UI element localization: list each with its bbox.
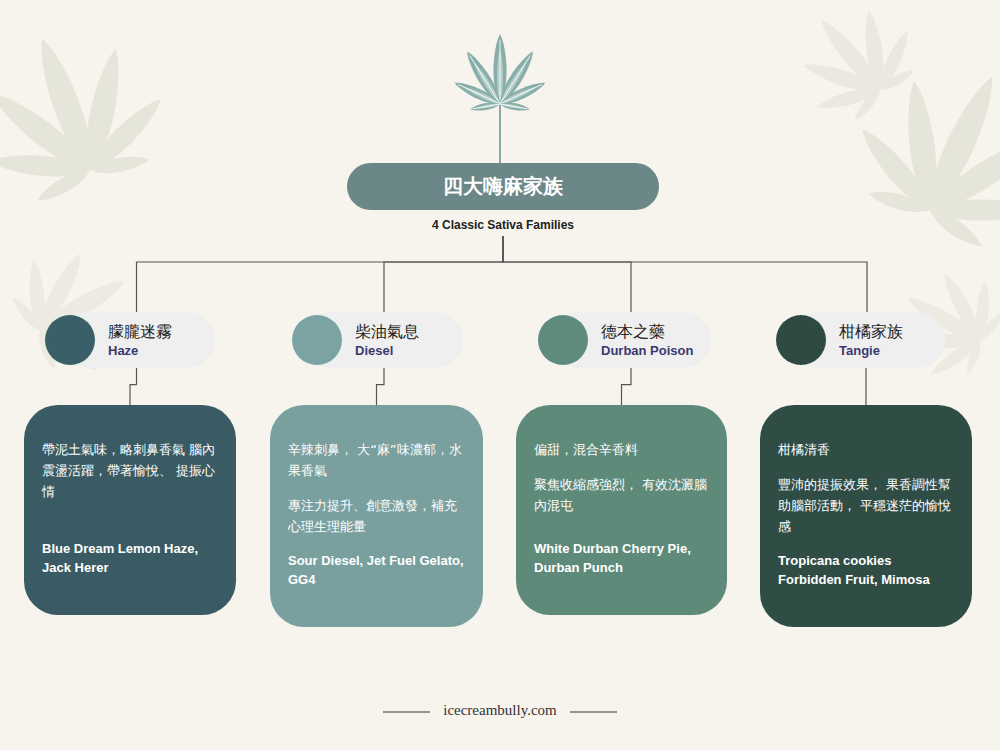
leaflet [0,84,97,179]
leaf [453,34,548,113]
tree-connector [622,368,632,405]
effect-text: 偏甜，混合辛香料 [534,439,711,460]
family-name: 德本之藥 [601,322,697,342]
footer-rule [383,712,430,713]
family-name: 柑橘家族 [839,322,931,342]
tree-connector [130,368,137,405]
leaflet [89,153,151,177]
leaflet [977,310,1000,343]
leaf-vein [500,85,542,104]
strain-list: White Durban Cherry Pie, Durban Punch [534,539,711,577]
title-text: 四大嗨麻家族 [347,163,659,210]
family-card: 柑橘清香豐沛的提振效果， 果香調性幫助腦部活動， 平穩迷茫的愉悅感 Tropica… [760,405,972,627]
background-leaves [0,0,1000,395]
family-dot [776,315,826,365]
effect-text: 聚焦收縮感強烈， 有效沈澱腦內混屯 [534,474,711,516]
leaflet [926,204,986,252]
family-english: Tangie [839,342,931,359]
family-english: Durban Poison [601,342,697,359]
tree-connector [137,236,504,312]
website-label: icecreambully.com [439,702,561,718]
strain-list: Tropicana cookies Forbidden Fruit, Mimos… [778,551,956,589]
family-name: 柴油氣息 [355,322,449,342]
family-card: 帶泥土氣味，略刺鼻香氣 腦內震盪活躍，帶著愉悅、 提振心情 Blue Dream … [24,405,236,615]
leaflet [964,339,984,376]
family-pill: 朦朧迷霧Haze [58,312,215,368]
leaf-vein [500,104,527,109]
footer-container: icecreambully.com [0,702,1000,719]
effect-text: 豐沛的提振效果， 果香調性幫助腦部活動， 平穩迷茫的愉悅感 [778,474,956,537]
family-card: 偏甜，混合辛香料聚焦收縮感強烈， 有效沈澱腦內混屯 White Durban Ch… [516,405,727,615]
title-box: 四大嗨麻家族 4 Classic Sativa Families [300,163,706,236]
strain-list: Blue Dream Lemon Haze, Jack Herer [42,539,220,577]
effect-text: 帶泥土氣味，略刺鼻香氣 腦內震盪活躍，帶著愉悅、 提振心情 [42,439,220,502]
leaf-vein [458,85,500,104]
leaf-vein [473,104,500,109]
family-english: Diesel [355,342,449,359]
subtitle-text: 4 Classic Sativa Families [300,218,706,236]
cannabis-leaf [453,34,548,163]
family-pill: 柴油氣息Diesel [305,312,463,368]
leaflet [34,164,93,206]
tree-connector [384,236,503,312]
family-card: 辛辣刺鼻， 大“麻”味濃郁，水果香氣專注力提升、創意激發，補充 心理生理能量 So… [270,405,483,627]
leaflet [9,295,44,334]
leaflet [854,123,938,217]
tree-connector [503,236,867,312]
leaflet [851,87,883,123]
tree-connector [377,368,385,405]
leaf-stem [499,100,501,163]
leaflet [878,66,916,94]
leaf [0,223,158,393]
footer-rule [570,712,617,713]
family-pill: 柑橘家族Tangie [789,312,945,368]
family-english: Haze [108,342,201,359]
effect-text: 柑橘清香 [778,439,956,460]
tree-connector [865,368,866,405]
leaflet [470,100,501,112]
leaflet [462,48,505,107]
leaflet [83,92,168,177]
tree-connector [503,236,631,312]
effect-text: 專注力提升、創意激發，補充 心理生理能量 [288,495,467,537]
family-name: 朦朧迷霧 [108,322,201,342]
family-dot [292,315,342,365]
leaf-vein [500,40,501,104]
leaf [0,6,185,219]
family-dot [538,315,588,365]
leaflet [867,186,932,217]
leaflet [923,129,1000,221]
leaf [774,0,934,138]
family-pill: 德本之藥Durban Poison [551,312,711,368]
leaflet [499,100,530,112]
strain-list: Sour Diesel, Jet Fuel Gelato, GG4 [288,551,467,589]
family-dot [45,315,95,365]
leaflet [495,48,538,107]
effect-text: 辛辣刺鼻， 大“麻”味濃郁，水果香氣 [288,439,467,481]
